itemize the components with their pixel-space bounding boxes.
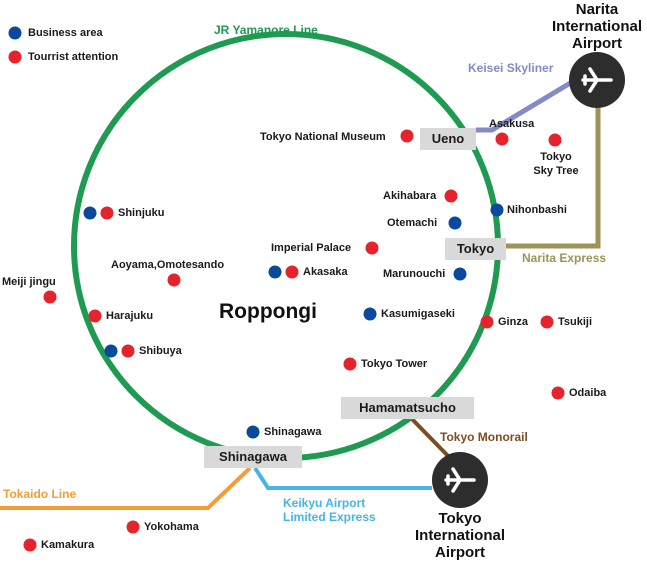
- akihabara-dot: [444, 189, 458, 203]
- narita-airport-label: Narita International Airport: [551, 1, 642, 52]
- station-hamamatsucho[interactable]: Hamamatsucho: [341, 397, 474, 419]
- asakusa-dot: [495, 132, 509, 146]
- aoyama-dot: [167, 273, 181, 287]
- akasaka-business-dot: [268, 265, 282, 279]
- airplane-icon: [444, 467, 476, 493]
- place-odaiba: Odaiba: [569, 387, 607, 399]
- marunouchi-dot: [453, 267, 467, 281]
- place-imperial-palace: Imperial Palace: [271, 242, 352, 254]
- center-label-roppongi: Roppongi: [219, 300, 317, 323]
- place-otemachi: Otemachi: [387, 217, 438, 229]
- nihonbashi-dot: [490, 203, 504, 217]
- place-asakusa: Asakusa: [489, 118, 535, 130]
- place-harajuku: Harajuku: [106, 310, 154, 322]
- place-shinjuku: Shinjuku: [118, 207, 165, 219]
- tokyo-national-museum-dot: [400, 129, 414, 143]
- akasaka-tourist-dot: [285, 265, 299, 279]
- place-tokyo-national-museum: Tokyo National Museum: [260, 131, 386, 143]
- narita-express-route: [506, 108, 601, 249]
- legend-business-dot: [8, 26, 22, 40]
- place-aoyama-omotesando: Aoyama,Omotesando: [111, 259, 225, 271]
- skytree-dot: [548, 133, 562, 147]
- keisei-skyliner-label: Keisei Skyliner: [468, 61, 554, 75]
- shibuya-business-dot: [104, 344, 118, 358]
- keikyu-route: [253, 466, 432, 490]
- kamakura-dot: [23, 538, 37, 552]
- place-akasaka: Akasaka: [303, 266, 348, 278]
- haneda-airport-marker: [432, 452, 488, 508]
- place-nihonbashi: Nihonbashi: [507, 204, 567, 216]
- place-akihabara: Akihabara: [383, 190, 437, 202]
- place-kamakura: Kamakura: [41, 539, 95, 551]
- place-kasumigaseki: Kasumigaseki: [381, 308, 455, 320]
- shinagawa-business-dot: [246, 425, 260, 439]
- place-marunouchi: Marunouchi: [383, 268, 446, 280]
- tokyo-monorail-route: [408, 415, 454, 462]
- shinjuku-tourist-dot: [100, 206, 114, 220]
- otemachi-dot: [448, 216, 462, 230]
- place-meiji-jingu: Meiji jingu: [2, 276, 56, 288]
- keikyu-label-line2: Limited Express: [283, 510, 376, 524]
- tokaido-line-label: Tokaido Line: [3, 487, 77, 501]
- station-shinagawa[interactable]: Shinagawa: [204, 446, 302, 468]
- tokaido-route: [0, 466, 252, 510]
- legend-business-label: Business area: [28, 27, 103, 39]
- station-tokyo[interactable]: Tokyo: [445, 238, 506, 260]
- kasumigaseki-dot: [363, 307, 377, 321]
- yokohama-dot: [126, 520, 140, 534]
- place-tokyo-tower: Tokyo Tower: [361, 358, 428, 370]
- keisei-skyliner-route: [476, 79, 574, 133]
- odaiba-dot: [551, 386, 565, 400]
- ginza-dot: [480, 315, 494, 329]
- shinjuku-business-dot: [83, 206, 97, 220]
- place-tsukiji: Tsukiji: [558, 316, 593, 328]
- narita-express-label: Narita Express: [522, 251, 607, 265]
- station-ueno[interactable]: Ueno: [420, 128, 476, 150]
- place-skytree: Tokyo Sky Tree: [533, 151, 579, 177]
- legend-tourist-label: Tourrist attention: [28, 51, 119, 63]
- place-shibuya: Shibuya: [139, 345, 182, 357]
- imperial-palace-dot: [365, 241, 379, 255]
- harajuku-dot: [88, 309, 102, 323]
- place-ginza: Ginza: [498, 316, 528, 328]
- legend-tourist-dot: [8, 50, 22, 64]
- narita-airport-marker: [569, 52, 625, 108]
- yamanote-line-label: JR Yamanore Line: [214, 23, 318, 37]
- airplane-icon: [581, 67, 613, 93]
- place-shinagawa: Shinagawa: [264, 426, 322, 438]
- meiji-jingu-dot: [43, 290, 57, 304]
- haneda-airport-label: Tokyo International Airport: [414, 510, 505, 561]
- keikyu-label-line1: Keikyu Airport: [283, 496, 366, 510]
- tokyo-tower-dot: [343, 357, 357, 371]
- tsukiji-dot: [540, 315, 554, 329]
- tokyo-monorail-label: Tokyo Monorail: [440, 430, 528, 444]
- shibuya-tourist-dot: [121, 344, 135, 358]
- place-yokohama: Yokohama: [144, 521, 199, 533]
